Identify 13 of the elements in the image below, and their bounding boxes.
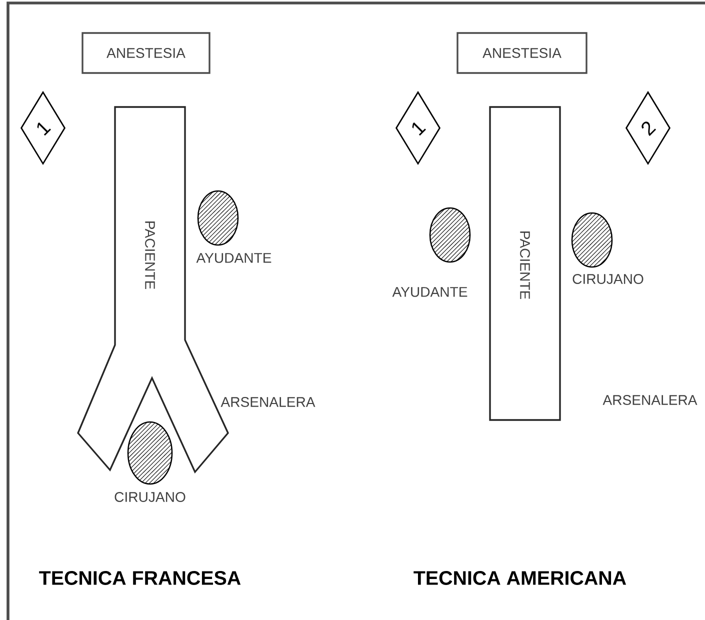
role-label: ARSENALERA (602, 395, 698, 405)
station-box: ANESTESIA (456, 32, 588, 74)
role-label: AYUDANTE (392, 287, 468, 297)
person-circle (127, 421, 173, 485)
patient-table: PACIENTE (489, 106, 561, 421)
person-circle (429, 207, 471, 263)
station-box: ANESTESIA (82, 32, 210, 74)
person-circle (571, 212, 613, 268)
role-label: CIRUJANO (572, 274, 644, 284)
role-label: CIRUJANO (114, 492, 186, 502)
technique-title: TECNICA FRANCESA (39, 571, 241, 585)
technique-title: TECNICA AMERICANA (414, 571, 626, 585)
person-circle (197, 190, 239, 246)
